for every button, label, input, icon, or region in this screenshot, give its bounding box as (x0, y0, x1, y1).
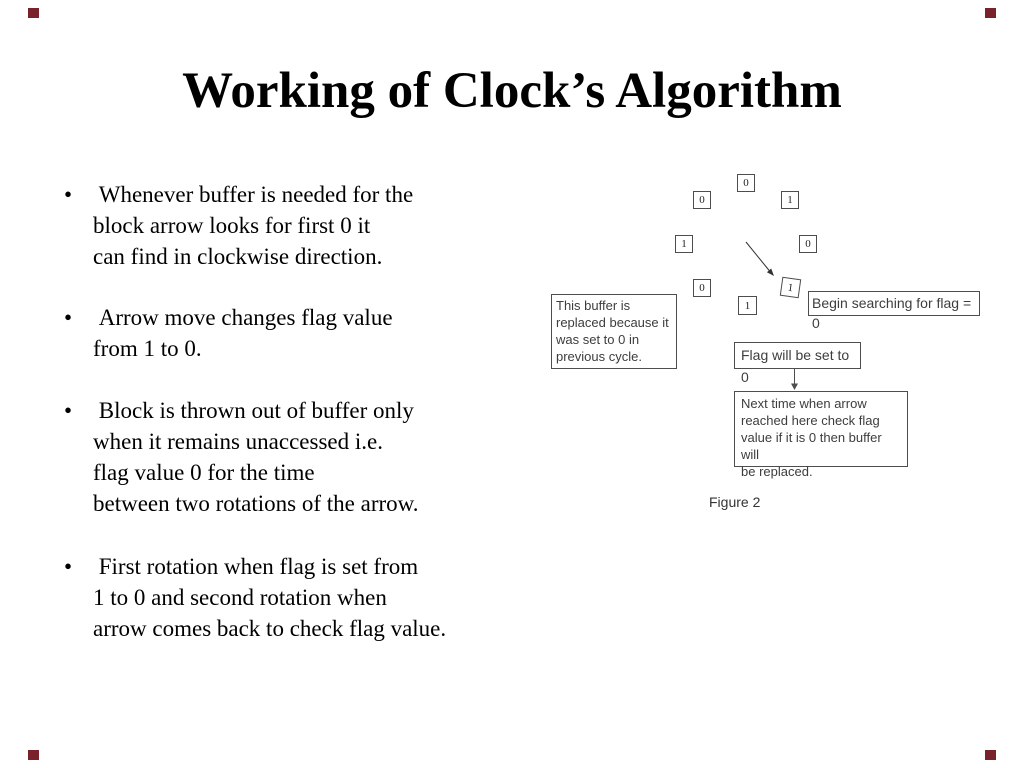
callout-next-time: Next time when arrow reached here check … (734, 391, 908, 479)
bullet-item-3: • Block is thrown out of buffer only whe… (64, 395, 419, 519)
flag-box-upper-right: 1 (781, 191, 799, 209)
bullet-marker: • (64, 182, 73, 207)
flag-box-bottom: 1 (738, 296, 757, 315)
flag-box-right: 0 (799, 235, 817, 253)
corner-mark-bottom-right (985, 750, 996, 760)
callout-flag-set: Flag will be set to 0 (734, 342, 861, 385)
bullet-marker: • (64, 305, 73, 330)
bullet-text: Whenever buffer is needed for the block … (93, 182, 414, 269)
corner-mark-top-right (985, 8, 996, 18)
figure-caption: Figure 2 (709, 494, 761, 510)
bullet-item-1: • Whenever buffer is needed for the bloc… (64, 179, 413, 272)
callout-begin-searching: Begin searching for flag = 0 (808, 291, 980, 331)
flag-box-lower-left: 0 (693, 279, 711, 297)
bullet-text: Block is thrown out of buffer only when … (93, 398, 419, 516)
bullet-marker: • (64, 398, 73, 423)
flag-box-arrow-target: 1 (779, 276, 802, 299)
flag-box-top: 0 (737, 174, 755, 192)
corner-mark-top-left (28, 8, 39, 18)
down-arrow-icon (791, 369, 798, 390)
bullet-item-4: • First rotation when flag is set from 1… (64, 551, 446, 644)
bullet-marker: • (64, 554, 73, 579)
flag-box-upper-left: 0 (693, 191, 711, 209)
callout-buffer-replaced: This buffer is replaced because it was s… (551, 294, 677, 369)
page-title: Working of Clock’s Algorithm (182, 63, 842, 119)
bullet-text: First rotation when flag is set from 1 t… (93, 554, 447, 641)
corner-mark-bottom-left (28, 750, 39, 760)
flag-box-left: 1 (675, 235, 693, 253)
bullet-item-2: • Arrow move changes flag value from 1 t… (64, 302, 393, 364)
clock-hand-arrow-icon (745, 241, 774, 276)
bullet-text: Arrow move changes flag value from 1 to … (93, 305, 393, 361)
